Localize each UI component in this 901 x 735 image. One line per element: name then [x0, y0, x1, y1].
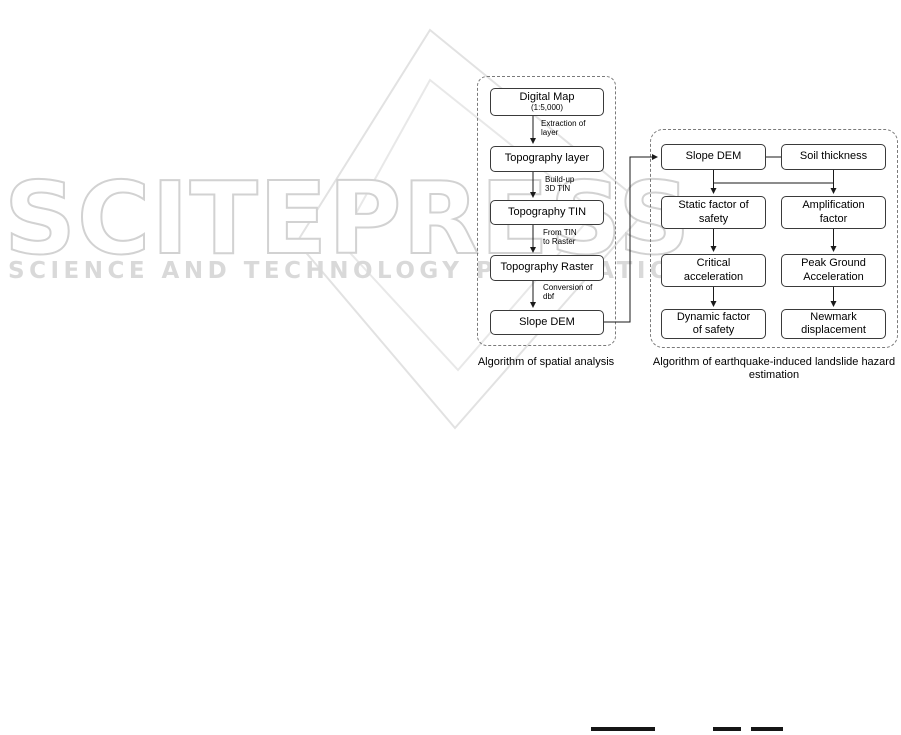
node-static-factor-of-safety: Static factor of safety — [661, 196, 766, 229]
node-slope-dem-source-label: Slope DEM — [519, 315, 575, 328]
node-pga-label: Peak Ground Acceleration — [801, 257, 866, 283]
caption-spatial-analysis: Algorithm of spatial analysis — [477, 356, 615, 368]
cropped-text-artifact-1 — [591, 727, 655, 731]
node-topography-raster-label: Topography Raster — [500, 261, 594, 274]
node-newmark-displacement: Newmark displacement — [781, 309, 886, 339]
spatial-analysis-group — [477, 76, 616, 346]
edge-label-buildup-tin: Build-up 3D TIN — [545, 175, 575, 194]
node-amplification-factor: Amplification factor — [781, 196, 886, 229]
node-newmark-label: Newmark displacement — [801, 310, 866, 336]
node-critical-acceleration: Critical acceleration — [661, 254, 766, 287]
node-dynamic-factor-of-safety: Dynamic factor of safety — [661, 309, 766, 339]
caption-hazard-estimation: Algorithm of earthquake-induced landslid… — [652, 356, 896, 381]
edge-label-extraction: Extraction of layer — [541, 119, 586, 138]
hazard-estimation-group — [650, 129, 898, 348]
node-amplification-factor-label: Amplification factor — [802, 199, 865, 225]
cropped-text-artifact-2 — [713, 727, 741, 731]
node-static-factor-label: Static factor of safety — [678, 199, 749, 225]
node-slope-dem-source: Slope DEM — [490, 310, 604, 335]
node-slope-dem: Slope DEM — [661, 144, 766, 170]
edge-label-tin-to-raster: From TIN to Raster — [543, 228, 577, 247]
node-digital-map-scale: (1:5,000) — [530, 103, 564, 113]
node-digital-map-label: Digital Map — [519, 91, 575, 103]
edge-label-conversion-dbf: Conversion of dbf — [543, 283, 593, 302]
cropped-text-artifact-3 — [751, 727, 783, 731]
node-topography-layer: Topography layer — [490, 146, 604, 172]
node-topography-tin-label: Topography TIN — [507, 205, 587, 218]
node-slope-dem-label: Slope DEM — [685, 150, 742, 163]
node-critical-acceleration-label: Critical acceleration — [683, 257, 744, 283]
node-soil-thickness: Soil thickness — [781, 144, 886, 170]
node-peak-ground-acceleration: Peak Ground Acceleration — [781, 254, 886, 287]
node-topography-raster: Topography Raster — [490, 255, 604, 281]
node-soil-thickness-label: Soil thickness — [799, 150, 868, 163]
node-dynamic-factor-label: Dynamic factor of safety — [676, 310, 751, 336]
node-digital-map: Digital Map (1:5,000) — [490, 88, 604, 116]
node-topography-layer-label: Topography layer — [504, 152, 590, 165]
node-topography-tin: Topography TIN — [490, 200, 604, 225]
